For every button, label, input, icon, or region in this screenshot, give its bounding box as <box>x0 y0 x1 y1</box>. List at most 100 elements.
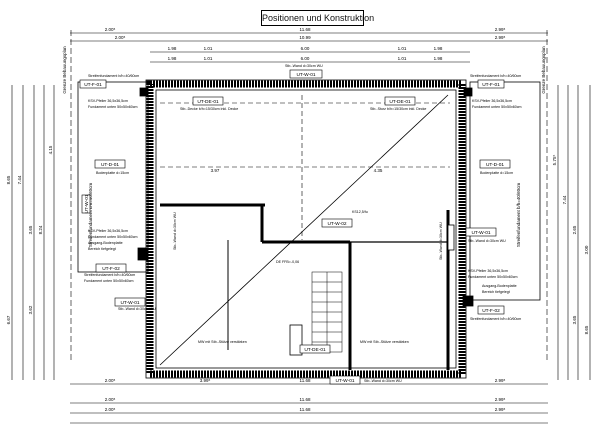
tag-ut-w-01-right: UT-W-01 <box>471 230 490 236</box>
dim-top-inner-3: 2.99⁵ <box>495 35 506 40</box>
tag-ut-de-01-right: UT-DE-01 <box>389 99 411 105</box>
tag-ut-d-01-left: UT-D-01 <box>101 162 119 168</box>
outer-wall <box>146 80 466 378</box>
dim-bottom-a-2: 3.99⁵ <box>200 378 211 383</box>
note-slab-mid: KS12,5/fu <box>352 210 368 214</box>
side-foundation-left-label: Streifenfundament b/h=40/60cm <box>88 183 93 247</box>
note-wall-right: Stb.-Wand d=30cm WU <box>468 239 506 243</box>
dim-bottom-c-2: 11.68 <box>300 407 311 412</box>
dim-bottom-b-2: 11.68 <box>300 397 311 402</box>
pier-marker-left <box>137 247 149 261</box>
pier-marker-tr <box>463 87 473 97</box>
dim-right-v-1: 5.75⁵ <box>552 155 557 166</box>
boundary-label-left: Grenze Bebauungsplan <box>62 46 67 94</box>
boundary-label-right: Grenze Bebauungsplan <box>541 46 546 94</box>
pier-marker-tl <box>139 87 149 97</box>
dim-split-b-1: 1.98 <box>168 56 177 61</box>
tag-ut-f-01-left: UT-F-01 <box>84 82 102 88</box>
note-pier-ml2: Fundament unten 50x50x60cm <box>88 235 138 239</box>
note-low-wall-a: MW mit Stb.-Stütze verstärken <box>198 340 247 344</box>
note-pier-ml: KSV-Pfeiler 36,5x36,5cm <box>88 229 128 233</box>
note-pier-tr: KSV-Pfeiler 36,5x36,5cm <box>472 99 512 103</box>
note-vert-right: Stb.-Wand d=30cm WU <box>439 222 443 260</box>
dim-bottom-c-3: 2.99⁵ <box>495 407 506 412</box>
dim-split-b-5: 1.98 <box>434 56 443 61</box>
dim-right-v-6: 8.65 <box>584 325 589 334</box>
note-foundation-tl: Streifenfundament b/h=40/60cm <box>88 74 139 78</box>
dim-left-v-7: 6.67 <box>6 315 11 324</box>
tag-ut-f-02-left: UT-F-02 <box>102 266 120 272</box>
dim-right-v-5: 3.65 <box>572 315 577 324</box>
dim-top-outer-3: 2.99⁵ <box>495 27 506 32</box>
note-slab-left: Bodenplatte d=15cm <box>96 171 129 175</box>
note-pier-tl: KSV-Pfeiler 36,5x36,5cm <box>88 99 128 103</box>
staircase <box>311 271 343 353</box>
note-foundation-bl: Streifenfundament b/h=40/60cm <box>84 273 135 277</box>
note-ceiling-b: Stb.-Sturz b/h=15/30cm inkl. Decke <box>370 107 426 111</box>
tag-ut-d-01-right: UT-D-01 <box>486 162 504 168</box>
note-pier-mr2: Fundament unten 50x50x60cm <box>468 275 518 279</box>
dim-split-a-1: 1.98 <box>168 46 177 51</box>
dim-right-v-4: 3.00 <box>584 245 589 254</box>
tag-ut-w-01-top: UT-W-01 <box>296 72 315 78</box>
dim-split-b-2: 1.01 <box>204 56 213 61</box>
dim-bottom-a-1: 2.00⁵ <box>105 378 116 383</box>
note-gap-right2: Bereich tiefgelegt <box>482 290 510 294</box>
tag-ut-w-01-bottom: UT-W-01 <box>335 378 354 384</box>
door-opening-1 <box>289 324 303 356</box>
dim-left-v-1: 8.65 <box>6 175 11 184</box>
note-wall-bottom: Stb.-Wand d=30cm WU <box>364 379 402 383</box>
dim-split-b-4: 1.01 <box>398 56 407 61</box>
note-found-mid: Fundament unten 50x50x60cm <box>84 279 134 283</box>
dim-top-outer-2: 11.68 <box>300 27 311 32</box>
dim-bottom-a-3: 11.68 <box>300 378 311 383</box>
dim-left-v-5: 4.15 <box>48 145 53 154</box>
drawing-title: Positionen und Konstruktion <box>261 10 374 26</box>
tag-ut-w-01-lower-left: UT-W-01 <box>120 300 139 306</box>
tag-ut-f-02-right: UT-F-02 <box>482 308 500 314</box>
dim-left-v-3: 3.65 <box>28 225 33 234</box>
note-foundation-br: Streifenfundament b/h=40/60cm <box>470 317 521 321</box>
dim-right-v-2: 7.44 <box>562 195 567 204</box>
room-dim-2: 4.35 <box>374 168 383 173</box>
note-pier-tr2: Fundament unten 50x50x60cm <box>472 105 522 109</box>
dim-split-a-2: 1.01 <box>204 46 213 51</box>
tag-ut-de-01-stair: UT-DE-01 <box>304 347 326 353</box>
note-stair: DE FFB=-0,06 <box>276 260 299 264</box>
dim-left-v-2: 7.44 <box>17 175 22 184</box>
dim-split-a-5: 1.98 <box>434 46 443 51</box>
dim-right-v-3: 2.65 <box>572 225 577 234</box>
dim-bottom-b-3: 2.99⁵ <box>495 397 506 402</box>
note-pier-tl2: Fundament unten 50x50x60cm <box>88 105 138 109</box>
note-slab-right: Bodenplatte d=15cm <box>480 171 513 175</box>
dim-split-a-4: 1.01 <box>398 46 407 51</box>
dim-split-a-3: 6.00 <box>301 46 310 51</box>
dim-top-outer-1: 2.00⁵ <box>105 27 116 32</box>
pier-marker-right <box>462 295 474 307</box>
diagonal-slab-line <box>159 94 449 366</box>
dim-bottom-a-4: 2.99⁵ <box>495 378 506 383</box>
outer-wall-inner-edge <box>155 89 457 369</box>
dim-bottom-b-1: 2.00⁵ <box>105 397 116 402</box>
note-ceiling-a: Stb.-Decke b/h=15/30cm inkl. Decke <box>180 107 238 111</box>
dim-top-inner-2: 10.99 <box>299 35 311 40</box>
tag-ut-f-01-right: UT-F-01 <box>482 82 500 88</box>
note-gap-right: Ausgang-Bodenplatte <box>482 284 517 288</box>
tag-ut-w-02: UT-W-02 <box>327 221 346 227</box>
dim-split-b-3: 6.00 <box>301 56 310 61</box>
note-pier-mr: KSV-Pfeiler 36,5x36,5cm <box>468 269 508 273</box>
terrace-right <box>469 81 541 301</box>
note-wall-left: Stb.-Wand d=30cm WU <box>118 307 156 311</box>
dim-bottom-c-1: 2.00⁵ <box>105 407 116 412</box>
note-foundation-tr: Streifenfundament b/h=40/60cm <box>470 74 521 78</box>
side-foundation-right-label: Streifenfundament b/h=40/60cm <box>516 183 521 247</box>
dim-left-v-4: 8.24 <box>38 225 43 234</box>
door-opening-2 <box>447 224 455 251</box>
note-gap-left: Ausgang-Bodenplatte <box>88 241 123 245</box>
note-low-wall-b: MW mit Stb.-Stütze verstärken <box>360 340 409 344</box>
room-dim-1: 3.97 <box>211 168 220 173</box>
tag-ut-de-01-left: UT-DE-01 <box>197 99 219 105</box>
note-gap-left2: Bereich tiefgelegt <box>88 247 116 251</box>
note-vert-left: Stb.-Wand d=30cm WU <box>173 212 177 250</box>
